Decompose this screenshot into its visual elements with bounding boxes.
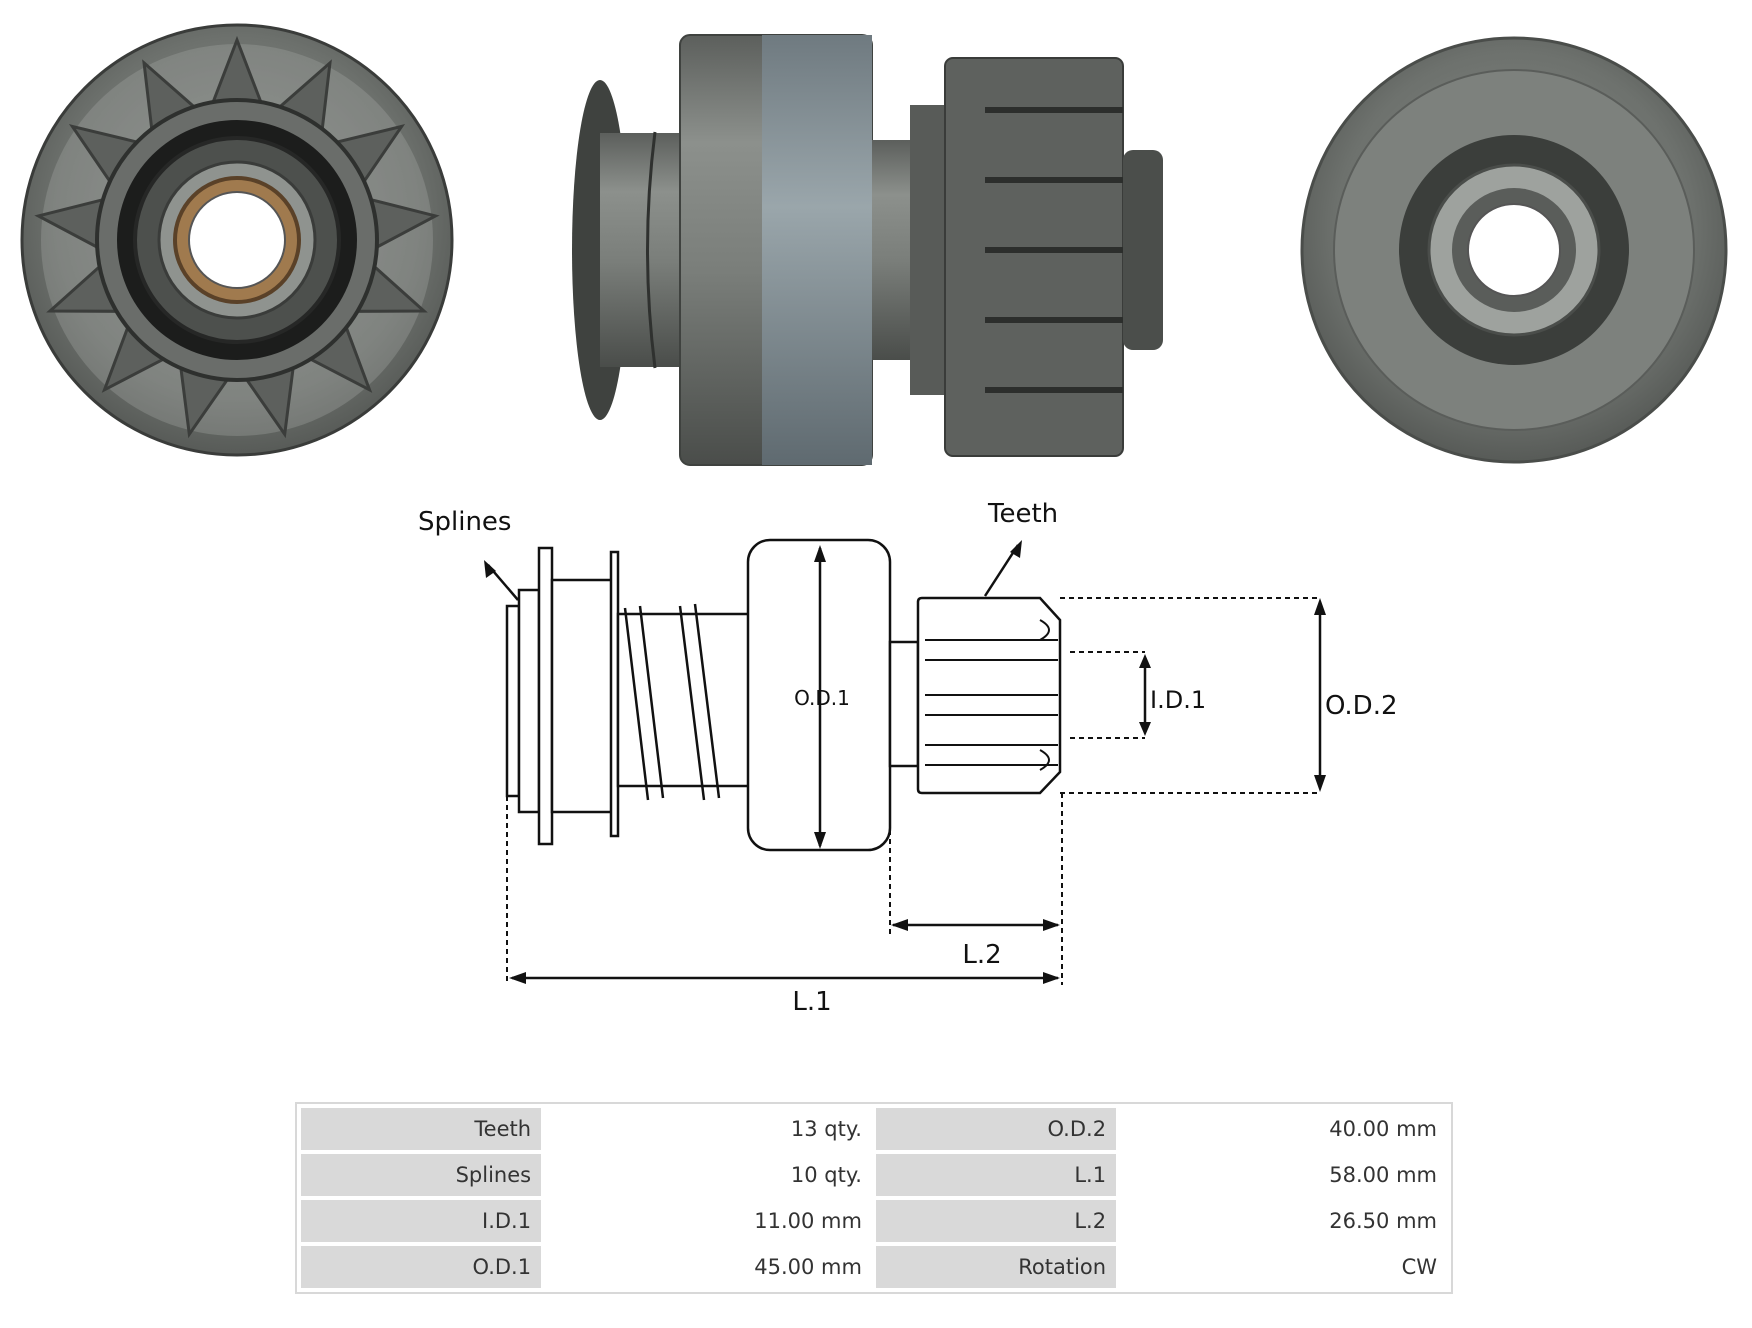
spec-label: I.D.1	[301, 1200, 542, 1242]
spec-value: 11.00 mm	[545, 1200, 872, 1242]
spec-label: Splines	[301, 1154, 542, 1196]
photo-rear-end-view	[1300, 36, 1728, 464]
side-teeth-grooves	[985, 107, 1123, 393]
label-teeth: Teeth	[987, 499, 1058, 529]
spec-label: O.D.2	[875, 1108, 1117, 1150]
flange-left	[537, 546, 554, 846]
label-od2: O.D.2	[1325, 691, 1398, 721]
pinion-teeth-lines	[925, 619, 1058, 771]
product-photos	[20, 23, 1728, 466]
spec-label: L.2	[875, 1200, 1117, 1242]
table-row: I.D.1 11.00 mm L.2 26.50 mm	[301, 1200, 1447, 1242]
extension-lines	[506, 597, 1320, 985]
technical-drawing: Splines Teeth O.D.1 I.D.1 O.D.2 L.2 L.1	[418, 499, 1398, 1017]
spec-label: Teeth	[301, 1108, 542, 1150]
table-row: Splines 10 qty. L.1 58.00 mm	[301, 1154, 1447, 1196]
spring-coils	[623, 603, 721, 801]
label-splines: Splines	[418, 507, 511, 537]
spec-value: CW	[1120, 1246, 1447, 1288]
spec-label: L.1	[875, 1154, 1117, 1196]
spline-end	[505, 604, 521, 798]
spec-value: 13 qty.	[545, 1108, 872, 1150]
table-row: O.D.1 45.00 mm Rotation CW	[301, 1246, 1447, 1288]
label-l1: L.1	[792, 987, 831, 1017]
spec-value: 40.00 mm	[1120, 1108, 1447, 1150]
spec-value: 45.00 mm	[545, 1246, 872, 1288]
spec-value: 58.00 mm	[1120, 1154, 1447, 1196]
spec-value: 26.50 mm	[1120, 1200, 1447, 1242]
spec-table: Teeth 13 qty. O.D.2 40.00 mm Splines 10 …	[295, 1102, 1453, 1294]
photo-side-view	[572, 34, 1163, 466]
spec-value: 10 qty.	[545, 1154, 872, 1196]
spec-label: Rotation	[875, 1246, 1117, 1288]
label-od1: O.D.1	[794, 686, 850, 710]
spec-label: O.D.1	[301, 1246, 542, 1288]
table-row: Teeth 13 qty. O.D.2 40.00 mm	[301, 1108, 1447, 1150]
label-id1: I.D.1	[1150, 686, 1206, 714]
label-l2: L.2	[962, 940, 1001, 970]
photo-pinion-end-view	[20, 23, 454, 457]
